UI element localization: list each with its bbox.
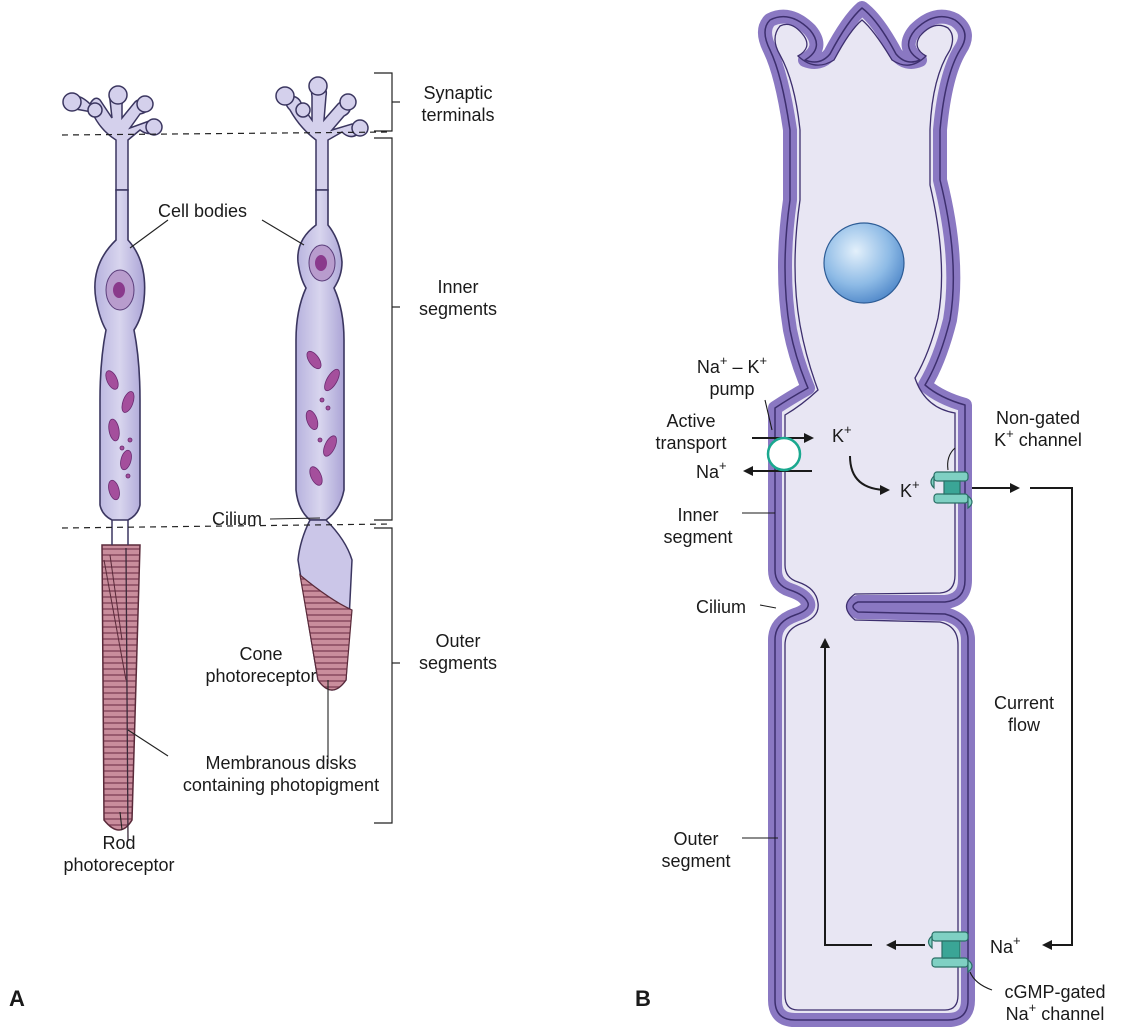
cone-photoreceptor-drawing	[276, 77, 368, 690]
panel-b-letter: B	[635, 986, 651, 1012]
rod-outer-segment	[102, 545, 140, 830]
na-k-pump-label: Na+ – K+ pump	[662, 356, 802, 400]
membranous-disks-label: Membranous disks containing photopigment	[166, 752, 396, 796]
rod-photoreceptor-label: Rod photoreceptor	[44, 832, 194, 876]
cilium-label-a: Cilium	[212, 508, 262, 530]
inner-segments-label: Inner segments	[403, 276, 513, 320]
cilium-label-b: Cilium	[696, 596, 746, 618]
cgmp-gated-na-channel-label: cGMP-gated Na+ channel	[990, 981, 1120, 1025]
cell-membrane	[765, 8, 968, 1020]
na-out-label: Na+	[696, 461, 727, 483]
non-gated-k-channel-label: Non-gated K+ channel	[968, 407, 1108, 451]
inner-segment-label: Inner segment	[650, 504, 746, 548]
current-flow-label: Current flow	[974, 692, 1074, 736]
na-in-label: Na+	[990, 936, 1021, 958]
rod-cell-body	[95, 190, 145, 520]
cone-cell-body	[296, 190, 344, 520]
cone-photoreceptor-label: Cone photoreceptor	[196, 643, 326, 687]
rod-photoreceptor-drawing	[63, 86, 162, 840]
rod-synaptic-terminal	[63, 86, 162, 190]
outer-segments-label: Outer segments	[403, 630, 513, 674]
synaptic-terminals-label: Synaptic terminals	[403, 82, 513, 126]
k-channel-side-label: K+	[900, 480, 920, 502]
schematic-photoreceptor	[765, 8, 968, 1020]
panel-a-letter: A	[9, 986, 25, 1012]
active-transport-label: Active transport	[632, 410, 750, 454]
k-in-label: K+	[832, 425, 852, 447]
outer-segment-label: Outer segment	[648, 828, 744, 872]
nucleus	[824, 223, 904, 303]
cone-synaptic-terminal	[276, 77, 368, 190]
cell-bodies-label: Cell bodies	[158, 200, 247, 222]
panel-a-brackets	[374, 73, 400, 823]
